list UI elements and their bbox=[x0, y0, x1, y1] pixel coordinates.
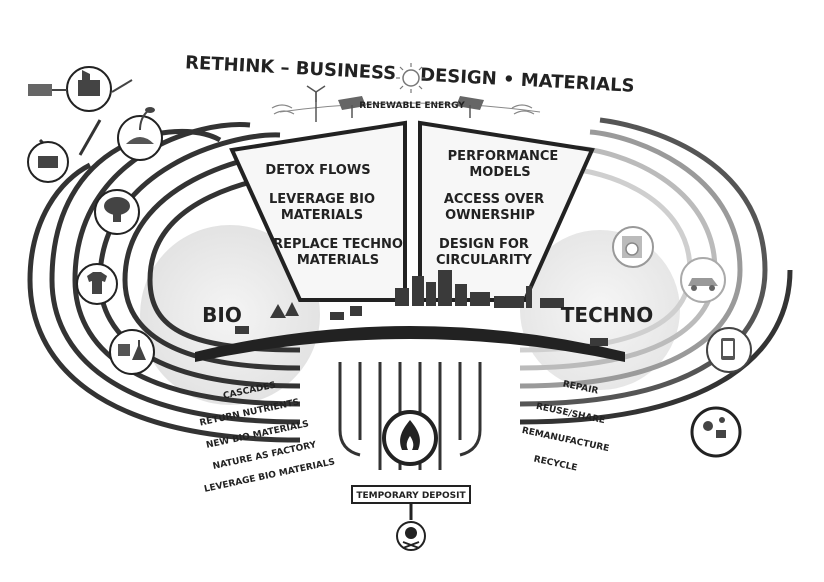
truck-factory-icon bbox=[28, 66, 133, 112]
left-panel-line-2: LEVERAGE BIO bbox=[269, 192, 375, 207]
left-panel-line-1: DETOX FLOWS bbox=[265, 163, 370, 178]
right-panel-line-1: PERFORMANCE bbox=[448, 149, 559, 164]
tractor-box-icon bbox=[27, 141, 69, 183]
fire-icon bbox=[382, 410, 438, 466]
techno-loop-label-3: REMANUFACTURE bbox=[521, 426, 610, 454]
right-panel-line-4: OWNERSHIP bbox=[445, 208, 535, 223]
temporary-deposit-label: TEMPORARY DEPOSIT bbox=[356, 491, 466, 501]
wind-turbine-icon bbox=[306, 85, 326, 122]
right-panel-line-2: MODELS bbox=[469, 165, 530, 180]
mushroom-polymer-icon bbox=[94, 189, 140, 235]
tshirt-icon bbox=[76, 263, 118, 305]
left-panel-line-5: MATERIALS bbox=[297, 253, 379, 268]
renewable-energy-strip: RENEWABLE ENERGY bbox=[271, 85, 541, 122]
techno-loop-label: TECHNO bbox=[561, 303, 653, 327]
sun-icon bbox=[396, 63, 426, 93]
seedling-cloud-icon bbox=[117, 107, 163, 161]
right-panel-line-5: DESIGN FOR bbox=[439, 237, 529, 252]
phone-icon bbox=[706, 327, 752, 373]
techno-loop-label-4: RECYCLE bbox=[533, 455, 578, 474]
left-panel-line-4: REPLACE TECHNO bbox=[273, 237, 403, 252]
renewable-energy-label: RENEWABLE ENERGY bbox=[359, 101, 465, 111]
right-panel-line-3: ACCESS OVER bbox=[444, 192, 544, 207]
recycle-parts-icon bbox=[690, 406, 742, 458]
bio-loop-label: BIO bbox=[202, 303, 242, 327]
car-icon bbox=[680, 257, 726, 303]
washing-machine-icon bbox=[612, 226, 654, 268]
right-strategy-panel bbox=[418, 120, 595, 302]
lab-flask-icon bbox=[109, 329, 155, 375]
solar-panel-icon bbox=[338, 96, 484, 118]
left-panel-line-3: MATERIALS bbox=[281, 208, 363, 223]
city-landscape bbox=[195, 270, 625, 362]
right-panel-line-6: CIRCULARITY bbox=[436, 253, 533, 268]
temporary-deposit: TEMPORARY DEPOSIT bbox=[351, 485, 471, 520]
skull-hazard-icon bbox=[396, 521, 426, 551]
